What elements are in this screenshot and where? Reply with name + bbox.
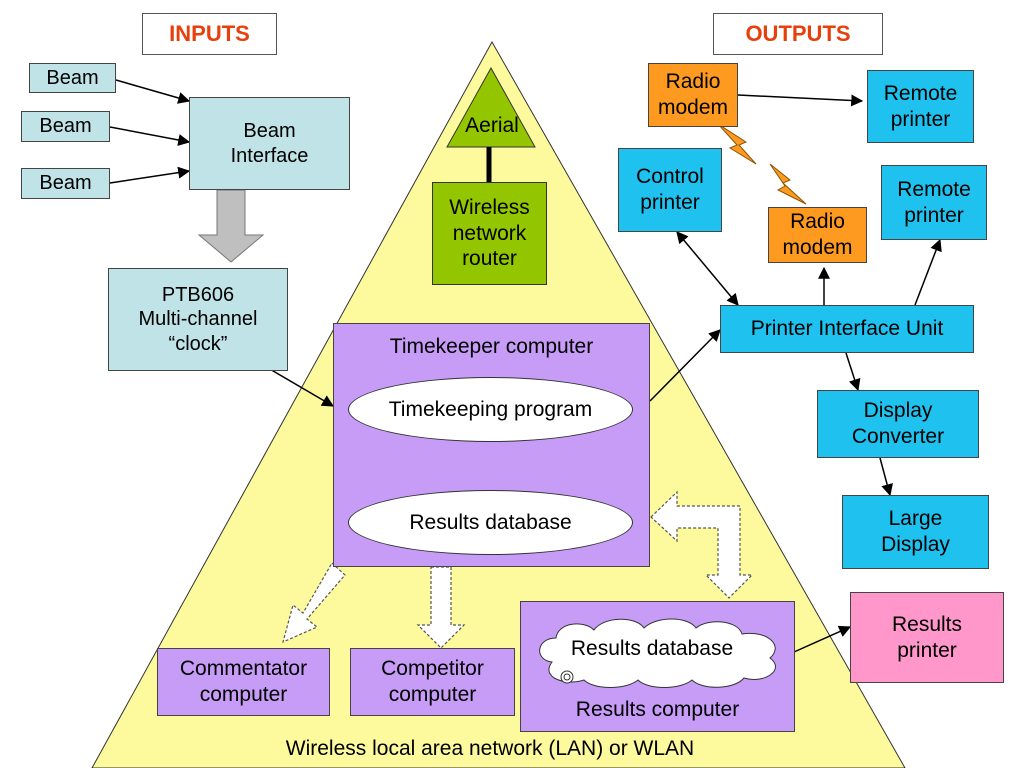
converter-to-large-display-arrow <box>879 457 893 497</box>
results-database-cloud-label: Results database <box>570 637 734 660</box>
beam-2: Beam <box>21 111 110 142</box>
control-printer: Control printer <box>618 148 722 232</box>
timekeeper-to-piu-arrow <box>649 329 721 402</box>
radio-modem-1: Radio modem <box>648 63 738 127</box>
grey-down-arrow <box>197 189 265 263</box>
lightning-bolt-1 <box>717 123 757 165</box>
beam-3: Beam <box>21 168 110 199</box>
competitor-computer: Competitor computer <box>350 648 515 716</box>
lightning-bolt-2 <box>769 163 807 205</box>
piu-to-display-converter-arrow <box>845 352 861 392</box>
aerial-label: Aerial <box>465 114 519 137</box>
timekeeper-title: Timekeeper computer <box>389 335 594 358</box>
results-computer-to-printer-arrow <box>793 625 852 653</box>
modem-to-remote-printer-arrow <box>737 94 864 107</box>
results-db-cloud <box>539 618 776 688</box>
to-commentator-arrow <box>282 562 346 644</box>
commentator-computer: Commentator computer <box>157 648 330 716</box>
lan-label: Wireless local area network (LAN) or WLA… <box>285 737 695 760</box>
beam3-arrow <box>109 166 191 184</box>
results-database: Results database <box>348 490 633 555</box>
beam1-arrow <box>115 79 191 104</box>
remote-printer-2: Remote printer <box>881 165 987 240</box>
radio-modem-2: Radio modem <box>768 207 867 263</box>
beam2-arrow <box>109 126 191 146</box>
outputs-header: OUTPUTS <box>713 13 883 55</box>
to-competitor-arrow <box>416 566 466 649</box>
large-display: Large Display <box>842 495 989 569</box>
remote-printer-1: Remote printer <box>867 70 974 143</box>
inputs-header: INPUTS <box>142 13 277 55</box>
display-converter: Display Converter <box>817 390 979 458</box>
results-printer: Results printer <box>850 592 1004 683</box>
beam-interface: Beam Interface <box>189 97 350 190</box>
ptb606-clock: PTB606 Multi-channel “clock” <box>108 268 288 371</box>
results-sync-arrow <box>650 490 754 599</box>
control-printer-piu-arrow <box>676 231 739 306</box>
results-computer-label: Results computer <box>575 698 740 722</box>
piu-to-remote-printer-arrow <box>914 238 942 306</box>
printer-interface-unit: Printer Interface Unit <box>720 305 974 353</box>
wireless-router: Wireless network router <box>432 182 547 285</box>
beam-1: Beam <box>29 63 116 93</box>
timekeeping-program: Timekeeping program <box>348 377 633 442</box>
clock-to-timekeeper-arrow <box>267 367 335 407</box>
